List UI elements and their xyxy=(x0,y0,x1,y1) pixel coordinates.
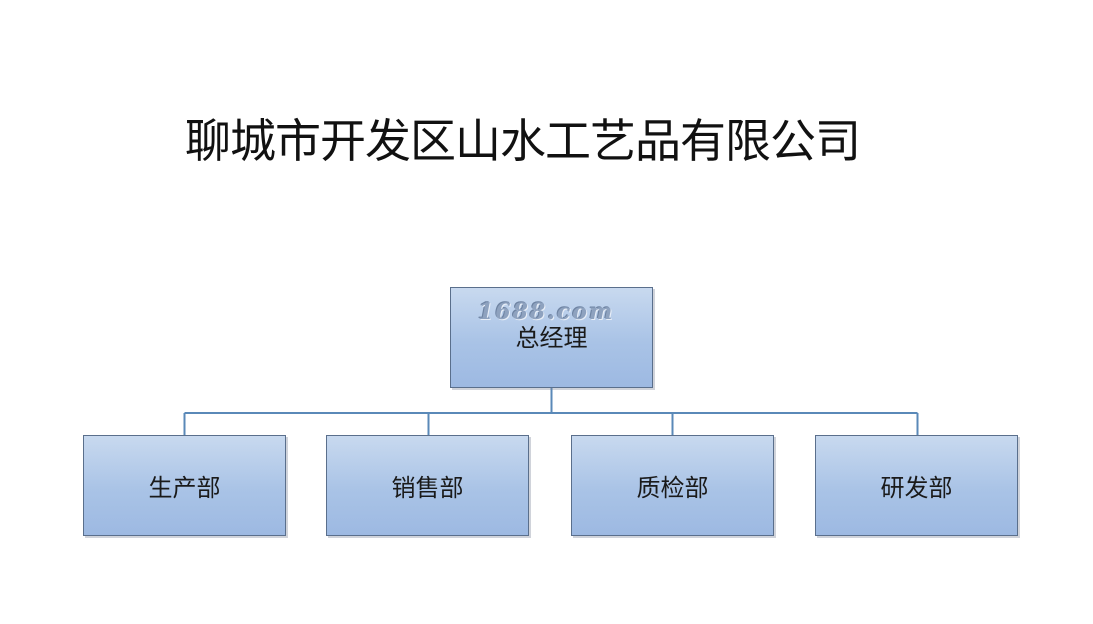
org-node-label: 总经理 xyxy=(515,324,588,352)
page-title: 聊城市开发区山水工艺品有限公司 xyxy=(185,114,861,168)
org-node-label: 生产部 xyxy=(148,474,221,502)
org-node-general-manager: 总经理 xyxy=(450,287,653,388)
org-node-research-development: 研发部 xyxy=(815,435,1018,536)
org-node-quality-inspection: 质检部 xyxy=(571,435,774,536)
org-node-label: 研发部 xyxy=(880,474,953,502)
org-node-production: 生产部 xyxy=(83,435,286,536)
org-node-label: 销售部 xyxy=(391,474,464,502)
org-node-sales: 销售部 xyxy=(326,435,529,536)
org-node-label: 质检部 xyxy=(636,474,709,502)
